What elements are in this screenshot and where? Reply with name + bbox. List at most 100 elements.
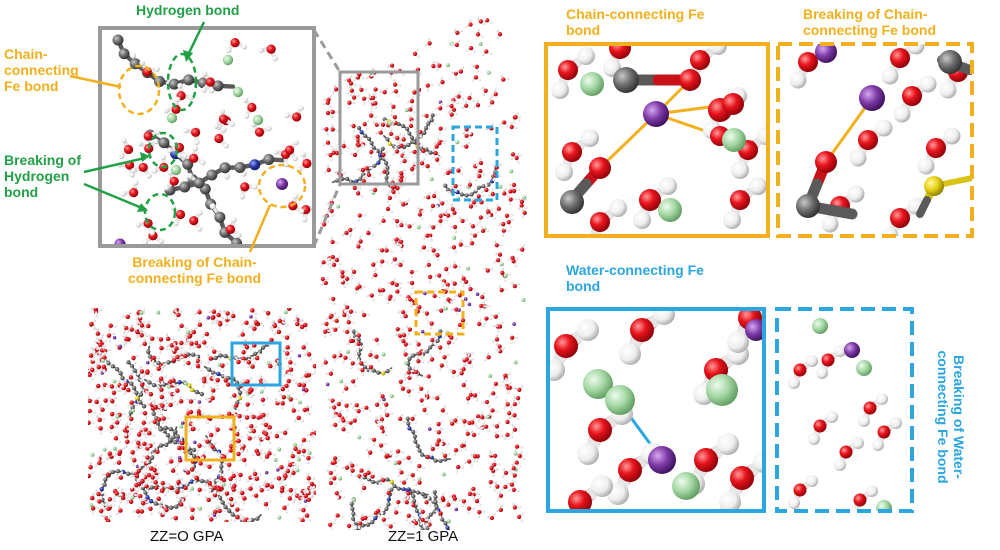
atom-h: [234, 512, 238, 516]
atom-h: [223, 374, 227, 378]
atom-o: [158, 376, 164, 381]
atom-h: [103, 344, 107, 348]
atom-c: [420, 527, 425, 530]
atom-o: [150, 475, 155, 480]
atom-o: [209, 432, 214, 438]
atom-h: [261, 483, 265, 486]
atom-c: [392, 483, 397, 489]
atom-fe: [146, 360, 150, 365]
atom-h: [112, 453, 116, 457]
chain-bond: [383, 135, 387, 139]
atom-h: [101, 491, 105, 494]
atom-o: [296, 449, 301, 455]
chain-bond: [355, 528, 358, 530]
atom-h: [244, 463, 247, 466]
atom-h: [170, 375, 174, 379]
atom-h: [193, 397, 197, 400]
atom-c: [420, 492, 425, 497]
atom-h: [149, 374, 153, 377]
atom-h: [164, 347, 168, 350]
atom-h: [93, 350, 96, 354]
atom-o: [90, 506, 96, 511]
atom-o: [227, 462, 232, 468]
atom-h: [176, 463, 179, 466]
atom-h: [310, 494, 314, 497]
atom-h: [307, 439, 310, 443]
atom-h: [178, 395, 182, 399]
atom-h: [107, 358, 111, 362]
atom-o: [126, 387, 131, 393]
atom-h: [197, 493, 200, 496]
atom-h: [181, 498, 185, 502]
atom-h: [294, 381, 297, 385]
atom-o: [263, 422, 269, 428]
atom-h: [232, 411, 236, 415]
chain-bond: [174, 426, 178, 431]
atom-c: [138, 392, 144, 397]
atom-o: [242, 519, 248, 522]
atom-h: [124, 334, 128, 337]
atom-h: [433, 547, 435, 549]
atom-h: [210, 345, 214, 349]
atom-h: [157, 356, 160, 359]
atom-cl: [156, 310, 161, 315]
atom-c: [384, 175, 389, 180]
atom-h: [118, 440, 121, 443]
atom-o: [240, 490, 245, 496]
atom-c: [226, 508, 232, 513]
atom-o: [449, 112, 454, 117]
atom-h: [336, 110, 339, 113]
atom-o: [284, 383, 289, 388]
atom-h: [184, 326, 188, 329]
atom-h: [301, 453, 304, 457]
atom-o: [255, 356, 260, 361]
atom-h: [162, 399, 165, 403]
atom-h: [179, 437, 183, 440]
atom-h: [188, 504, 191, 508]
atom-h: [223, 461, 227, 465]
water-bond: [301, 521, 303, 522]
atom-c: [407, 366, 412, 371]
atom-cl: [307, 450, 312, 455]
atom-h: [299, 446, 302, 449]
atom-h: [230, 404, 233, 408]
atom-c: [443, 521, 448, 526]
atom-o: [115, 420, 120, 425]
atom-c: [151, 382, 157, 388]
atom-h: [159, 486, 163, 490]
atom-c: [376, 370, 381, 375]
atom-h: [259, 321, 263, 325]
atom-h: [147, 492, 150, 496]
atom-h: [213, 424, 216, 428]
atom-h: [156, 467, 160, 470]
atom-h: [226, 500, 230, 504]
atom-h: [191, 422, 194, 426]
atom-h: [238, 419, 242, 423]
atom-o: [215, 427, 220, 432]
atom-h: [99, 453, 103, 456]
atom-h: [247, 429, 251, 433]
atom-o: [255, 451, 261, 457]
atom-h: [147, 451, 151, 455]
atom-h: [102, 388, 106, 391]
atom-h: [297, 508, 301, 511]
atom-c: [341, 546, 345, 550]
atom-h: [125, 500, 128, 504]
atom-h: [460, 533, 462, 535]
atom-h: [140, 397, 144, 401]
atom-o: [97, 417, 102, 423]
atom-h: [116, 432, 120, 436]
atom-h: [130, 367, 133, 370]
atom-o: [228, 448, 234, 453]
atom-o: [139, 333, 144, 338]
atom-h: [181, 450, 185, 453]
atom-h: [130, 371, 134, 374]
chain-bond: [443, 548, 444, 549]
atom-h: [222, 309, 226, 313]
atom-h: [156, 476, 160, 480]
atom-o: [109, 384, 115, 389]
atom-h: [98, 354, 101, 358]
atom-o: [246, 360, 252, 365]
atom-o: [93, 308, 98, 312]
atom-h: [118, 500, 122, 504]
